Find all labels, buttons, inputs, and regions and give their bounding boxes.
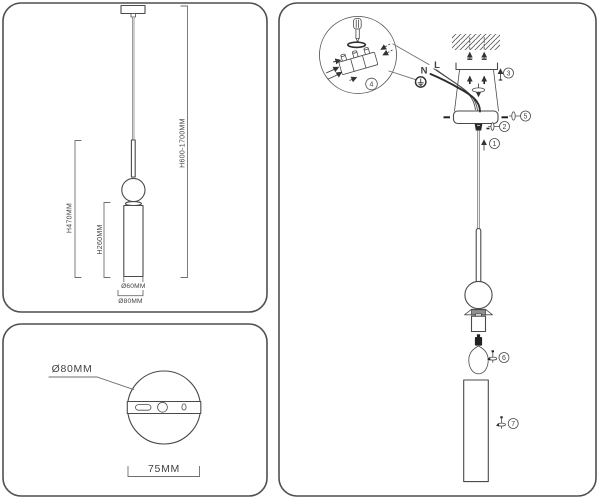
wiring-detail-bubble: 4 [319, 16, 430, 94]
dim-label-h600-1700: H600-1700MM [180, 118, 187, 168]
step-7-number: 7 [511, 421, 515, 428]
washer-icon [347, 41, 367, 49]
canopy-diameter-label: Ø80MM [52, 363, 93, 375]
ceiling-hatch [452, 34, 500, 50]
panel-canopy-top-view: Ø80MM 75MM [2, 323, 268, 497]
canopy-diameter-callout: Ø80MM [48, 363, 135, 391]
dim-diameter-shade: Ø60MM [121, 276, 145, 290]
shade-cylinder [123, 204, 144, 278]
canopy-cone-right [493, 69, 499, 112]
side-screw-icon-5 [509, 111, 521, 121]
step-2-number: 2 [503, 124, 507, 131]
ground-icon [414, 76, 427, 88]
socket-flange [464, 308, 493, 316]
canopy-cone-left [454, 69, 460, 112]
sphere-ornament [121, 177, 146, 203]
canopy-screw-icon [471, 83, 486, 98]
step-badge-7: 7 [495, 416, 519, 429]
twist-screw-icon-7 [495, 416, 506, 429]
dim-height-fixture: H470MM [67, 140, 82, 278]
lamp-socket [470, 313, 487, 333]
dim-label-h470: H470MM [67, 203, 74, 233]
step-badge-2: 2 [488, 121, 510, 132]
assembly-sphere [464, 280, 493, 310]
wire-neutral-label: N [421, 66, 428, 77]
step-1-number: 1 [493, 141, 497, 148]
step-badge-1: 1 [481, 138, 500, 151]
panel-assembly-border [278, 2, 597, 497]
terminal-screws [340, 47, 371, 62]
side-screw-icon-2 [488, 122, 500, 131]
twist-screw-icon-6 [487, 350, 498, 363]
panel-assembly: 4 N L [278, 2, 597, 497]
insert-up-icon [497, 68, 504, 81]
ceiling-plate [120, 4, 146, 15]
bubble-leader-bottom [388, 70, 417, 81]
panel-dimensions: H470MM H260MM H600-1700MM Ø60MM Ø80MM [2, 2, 268, 313]
cord-grip [474, 123, 483, 131]
screwdriver-icon [353, 18, 362, 43]
step-badge-4: 4 [365, 77, 378, 91]
step-3-number: 3 [507, 71, 511, 78]
mounting-bracket [455, 62, 499, 71]
wire-live-label: L [434, 60, 440, 71]
dim-label-d60: Ø60MM [121, 283, 145, 290]
step-5-number: 5 [524, 114, 528, 121]
canopy-spacing-label: 75MM [148, 463, 180, 475]
step-4-number: 4 [370, 82, 374, 89]
step-badge-6: 6 [487, 350, 510, 363]
step-badge-5: 5 [509, 110, 531, 122]
terminal-block [338, 47, 379, 75]
dim-diameter-canopy: Ø80MM [117, 290, 144, 305]
assembly-stem [475, 227, 482, 282]
dim-label-d80: Ø80MM [118, 298, 142, 305]
supply-wires [429, 68, 481, 113]
dim-height-shade: H260MM [97, 202, 111, 278]
mounting-slot [135, 404, 152, 411]
ceiling-screws [466, 37, 488, 60]
wire-insert-arrows [325, 43, 393, 83]
shade-tube [463, 379, 489, 483]
candle-bulb [468, 334, 489, 375]
bubble-leader-top [392, 43, 430, 66]
canopy-spacing-dim: 75MM [127, 463, 200, 477]
canopy-plate [452, 110, 499, 125]
stem-rod [130, 139, 136, 178]
bracket-screw-arrows [466, 75, 488, 84]
step-6-number: 6 [502, 355, 506, 362]
pendant-lamp-side-view [120, 4, 146, 278]
dim-height-overall: H600-1700MM [180, 5, 188, 278]
screw-hole [181, 403, 187, 411]
dim-label-h260: H260MM [97, 224, 104, 254]
step-badge-3: 3 [497, 67, 514, 81]
canopy-top-view-drawing [126, 370, 202, 445]
cord-nipple [130, 13, 136, 18]
cord-hole [157, 401, 168, 413]
